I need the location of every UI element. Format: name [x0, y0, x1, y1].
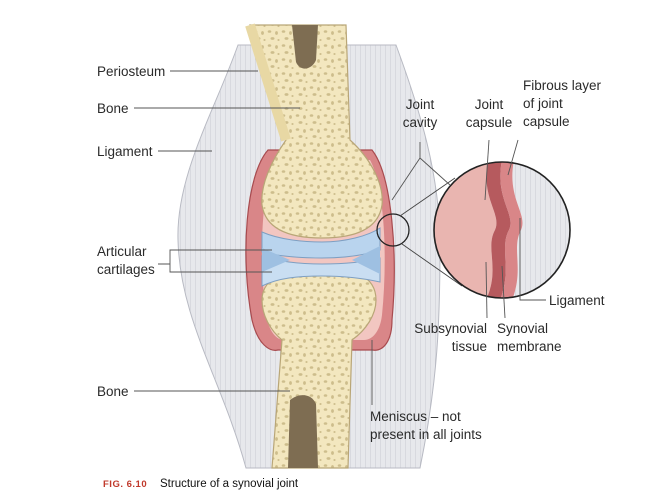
- label-fibrous-line3: capsule: [523, 114, 570, 129]
- label-bone-top: Bone: [97, 101, 129, 116]
- label-meniscus-line1: Meniscus – not: [370, 409, 461, 424]
- figure-caption: Structure of a synovial joint: [160, 478, 299, 490]
- label-subsynovial-line2: tissue: [452, 339, 487, 354]
- label-articular-line2: cartilages: [97, 262, 155, 277]
- label-meniscus-line2: present in all joints: [370, 427, 482, 442]
- figure-number: FIG. 6.10: [103, 479, 147, 490]
- label-synovial-line1: Synovial: [497, 321, 548, 336]
- label-ligament-right: Ligament: [549, 293, 605, 308]
- label-subsynovial-line1: Subsynovial: [414, 321, 487, 336]
- label-joint-capsule-line2: capsule: [466, 115, 513, 130]
- label-joint-cavity-line1: Joint: [406, 97, 435, 112]
- label-joint-capsule-line1: Joint: [475, 97, 504, 112]
- label-synovial-line2: membrane: [497, 339, 562, 354]
- marrow-bottom: [288, 395, 318, 468]
- label-fibrous-line1: Fibrous layer: [523, 78, 602, 93]
- label-ligament-left: Ligament: [97, 144, 153, 159]
- label-bone-bottom: Bone: [97, 384, 129, 399]
- label-periosteum: Periosteum: [97, 64, 165, 79]
- label-joint-cavity-line2: cavity: [403, 115, 438, 130]
- label-fibrous-line2: of joint: [523, 96, 563, 111]
- label-articular-line1: Articular: [97, 244, 147, 259]
